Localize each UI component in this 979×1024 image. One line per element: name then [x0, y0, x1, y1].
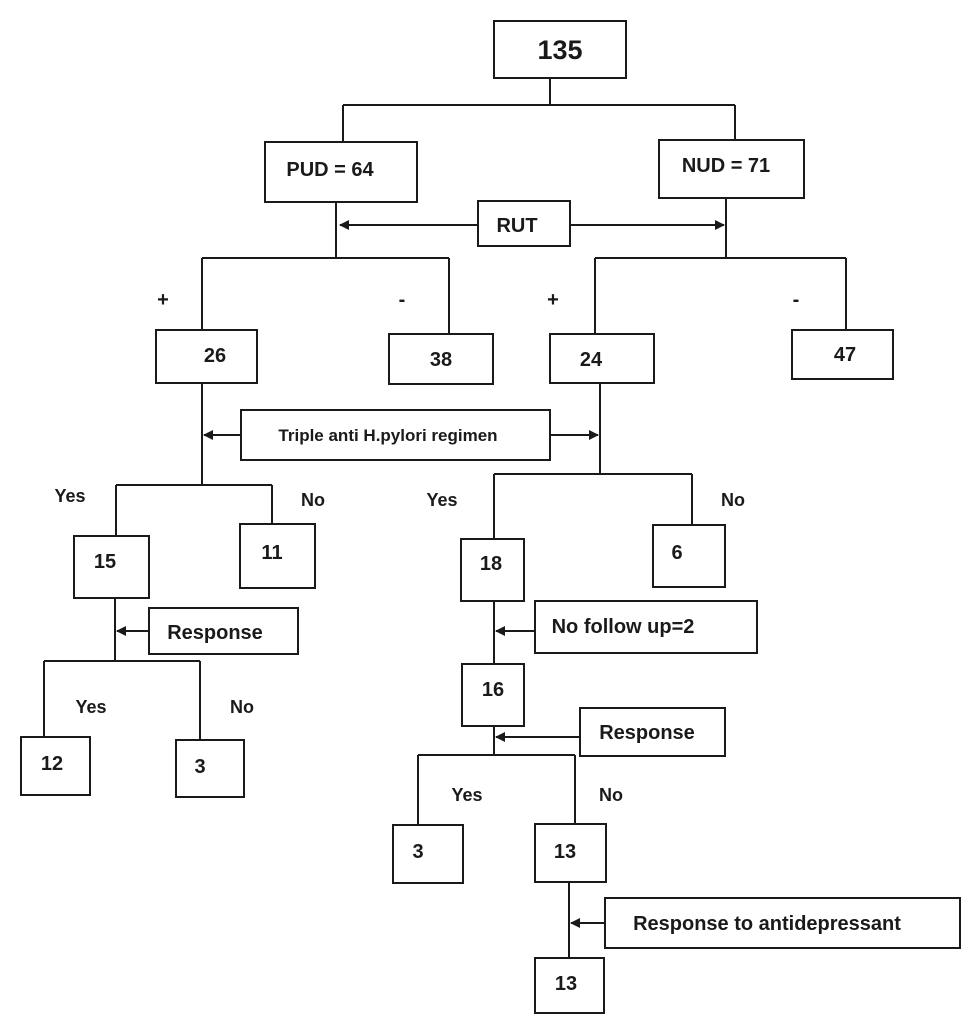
node-rut-label: RUT — [496, 215, 537, 237]
node-nud-positive-label: 24 — [580, 349, 603, 371]
connectors — [43, 78, 847, 958]
node-pud-positive-label: 26 — [204, 345, 226, 367]
node-pud-yes-label: 15 — [94, 551, 116, 573]
node-antidepressant-label: Response to antidepressant — [633, 913, 901, 935]
node-no-follow-up-label: No follow up=2 — [552, 616, 695, 638]
node-triple-regimen-label: Triple anti H.pylori regimen — [278, 426, 497, 445]
node-response-nud: Response — [579, 707, 726, 757]
node-nud-positive: 24 — [549, 333, 655, 384]
branch-label-pud-response-yes: Yes — [75, 697, 106, 717]
node-antidepressant: Response to antidepressant — [604, 897, 961, 949]
node-pud-no: 11 — [239, 523, 316, 589]
branch-label-pud-response-no: No — [230, 697, 254, 717]
branch-label-pud-plus: + — [157, 289, 169, 311]
branch-label-nud-plus: + — [547, 289, 559, 311]
node-triple-regimen: Triple anti H.pylori regimen — [240, 409, 551, 461]
node-pud-yes: 15 — [73, 535, 150, 599]
node-nud-negative: 47 — [791, 329, 894, 380]
node-rut: RUT — [477, 200, 571, 247]
branch-label-nud-response-no: No — [599, 785, 623, 805]
branch-label-pud-yes: Yes — [54, 486, 85, 506]
node-nud-followed-label: 16 — [482, 679, 504, 701]
node-root: 135 — [493, 20, 627, 79]
node-nud-response-yes-label: 3 — [412, 841, 423, 863]
node-pud-response-yes: 12 — [20, 736, 91, 796]
node-pud-label: PUD = 64 — [286, 159, 374, 181]
node-nud-response-no: 13 — [534, 823, 607, 883]
node-pud-negative: 38 — [388, 333, 494, 385]
branch-label-nud-response-yes: Yes — [451, 785, 482, 805]
node-pud-negative-label: 38 — [430, 349, 452, 371]
branch-label-nud-minus: - — [793, 289, 800, 311]
node-response-pud: Response — [148, 607, 299, 655]
node-nud-response-no-label: 13 — [554, 841, 576, 863]
node-nud-negative-label: 47 — [834, 344, 856, 366]
node-nud-yes-label: 18 — [480, 553, 502, 575]
node-pud-response-yes-label: 12 — [41, 753, 63, 775]
node-nud-response-yes: 3 — [392, 824, 464, 884]
branch-label-pud-minus: - — [399, 289, 406, 311]
node-no-follow-up: No follow up=2 — [534, 600, 758, 654]
node-pud: PUD = 64 — [264, 141, 418, 203]
node-nud-no: 6 — [652, 524, 726, 588]
node-pud-response-no-label: 3 — [194, 756, 205, 778]
node-response-pud-label: Response — [167, 622, 263, 644]
node-root-label: 135 — [537, 35, 582, 65]
arrows — [116, 220, 725, 928]
node-nud-no-label: 6 — [671, 542, 682, 564]
node-pud-positive: 26 — [155, 329, 258, 384]
node-pud-no-label: 11 — [261, 542, 282, 564]
node-nud: NUD = 71 — [658, 139, 805, 199]
node-nud-yes: 18 — [460, 538, 525, 602]
node-pud-response-no: 3 — [175, 739, 245, 798]
node-nud-followed: 16 — [461, 663, 525, 727]
node-final: 13 — [534, 957, 605, 1014]
branch-label-nud-yes: Yes — [426, 490, 457, 510]
branch-label-nud-no: No — [721, 490, 745, 510]
branch-label-pud-no: No — [301, 490, 325, 510]
node-final-label: 13 — [555, 973, 577, 995]
branch-labels: + - + - Yes No Yes No Yes No Yes No — [54, 289, 799, 805]
node-nud-label: NUD = 71 — [682, 155, 770, 177]
node-response-nud-label: Response — [599, 722, 695, 744]
